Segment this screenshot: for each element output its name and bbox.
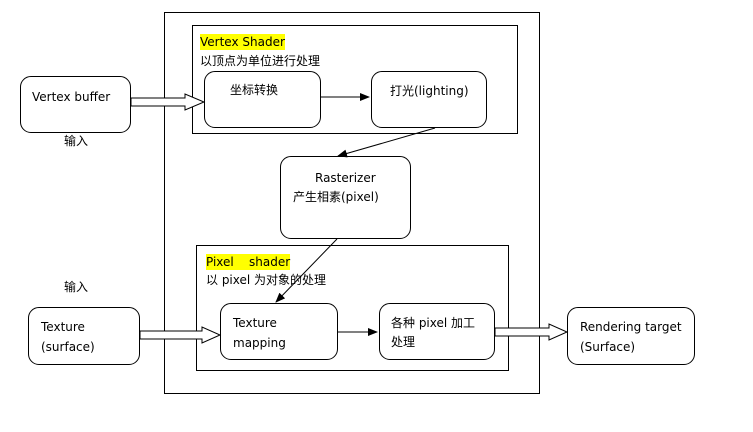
texture-surface-label-line2: (surface) bbox=[41, 340, 95, 354]
pixel-shader-title: Pixel shader bbox=[206, 254, 291, 270]
texture-mapping-label-line1: Texture bbox=[233, 316, 277, 330]
rasterizer-to-texture-mapping-arrow bbox=[275, 238, 338, 303]
pixel-processing-label-line1: 各种 pixel 加工 bbox=[391, 316, 476, 330]
pixel-processing-node: 各种 pixel 加工 处理 bbox=[379, 303, 495, 360]
vertex-buffer-to-transform-arrow bbox=[130, 93, 206, 111]
texture-to-mapping-arrow bbox=[139, 326, 222, 344]
pixel-shader-title-word2: shader bbox=[249, 255, 291, 269]
rendering-target-label-line2: (Surface) bbox=[580, 340, 636, 354]
rasterizer-label: Rasterizer bbox=[315, 171, 376, 185]
vertex-shader-subtitle: 以顶点为单位进行处理 bbox=[200, 54, 321, 68]
rasterizer-node: Rasterizer 产生相素(pixel) bbox=[280, 156, 411, 239]
input-label-vertex: 输入 bbox=[64, 134, 89, 148]
pixel-shader-subtitle: 以 pixel 为对象的处理 bbox=[206, 273, 327, 287]
coordinate-transform-node: 坐标转换 bbox=[204, 71, 321, 128]
lighting-to-rasterizer-arrow bbox=[337, 127, 436, 158]
vertex-shader-title: Vertex Shader bbox=[200, 34, 285, 50]
processing-to-render-target-arrow bbox=[494, 323, 569, 341]
lighting-label: 打光(lighting) bbox=[390, 84, 469, 98]
texture-mapping-label-line2: mapping bbox=[233, 336, 286, 350]
texture-surface-label-line1: Texture bbox=[41, 320, 85, 334]
lighting-node: 打光(lighting) bbox=[371, 71, 487, 128]
rendering-target-label-line1: Rendering target bbox=[580, 320, 682, 334]
rasterizer-description: 产生相素(pixel) bbox=[293, 190, 379, 204]
rendering-target-node: Rendering target (Surface) bbox=[567, 307, 695, 365]
input-label-texture: 输入 bbox=[64, 280, 89, 294]
texture-surface-node: Texture (surface) bbox=[28, 307, 140, 365]
texture-mapping-node: Texture mapping bbox=[220, 303, 338, 360]
vertex-buffer-node: Vertex buffer bbox=[20, 76, 131, 133]
pixel-shader-title-word1: Pixel bbox=[206, 255, 234, 269]
vertex-buffer-label: Vertex buffer bbox=[32, 90, 111, 104]
pixel-processing-label-line2: 处理 bbox=[391, 335, 416, 349]
coordinate-transform-label: 坐标转换 bbox=[230, 83, 279, 97]
